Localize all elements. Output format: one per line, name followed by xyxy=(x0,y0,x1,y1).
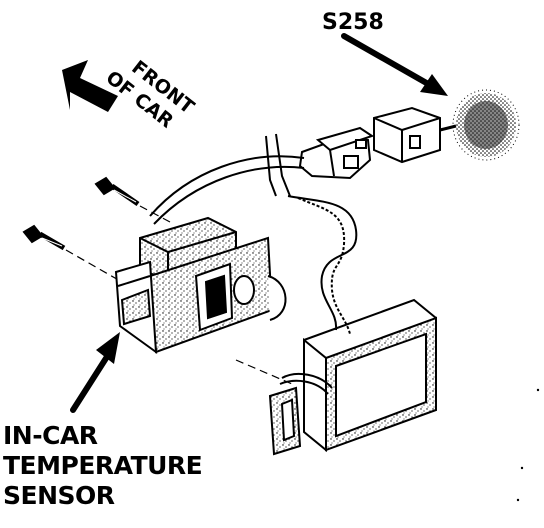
sensor-pointer-arrow-icon xyxy=(70,332,120,413)
splice-s258-icon xyxy=(452,89,520,161)
harness-connector-icon xyxy=(298,106,457,180)
sensor-label-line1: IN-CAR xyxy=(3,421,98,450)
screw-guide-lines xyxy=(65,205,293,385)
screw-upper-icon xyxy=(94,176,140,207)
front-direction-arrow-icon xyxy=(62,60,118,112)
s258-pointer-arrow-icon xyxy=(341,33,448,96)
temperature-sensor-icon xyxy=(114,216,287,355)
mounting-panel-icon xyxy=(268,298,437,456)
sensor-label-line2: TEMPERATURE xyxy=(3,451,202,480)
connector-label-s258: S258 xyxy=(322,10,384,35)
scan-edge-marks xyxy=(516,388,540,502)
front-of-car-label: FRONT OF CAR xyxy=(102,56,199,133)
screw-lower-icon xyxy=(22,224,66,251)
wire-harness-icon xyxy=(149,133,358,335)
sensor-label-line3: SENSOR xyxy=(3,481,115,510)
